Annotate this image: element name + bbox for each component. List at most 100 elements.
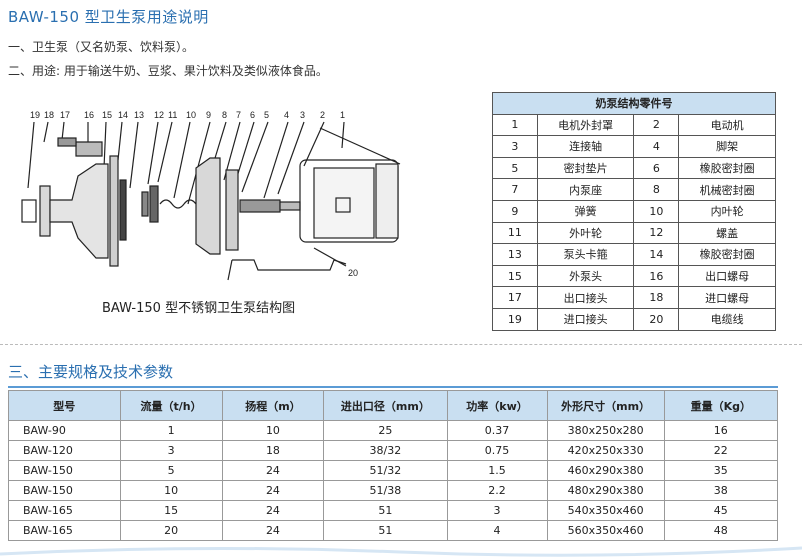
specs-section-rule (8, 386, 778, 388)
title-row: BAW-150 型卫生泵用途说明 (8, 6, 209, 27)
part-number-cell: 9 (492, 199, 538, 223)
specs-cell: 18 (221, 440, 325, 461)
specs-cell: 460x290x380 (546, 460, 665, 481)
diagram-caption: BAW-150 型不锈钢卫生泵结构图 (102, 301, 296, 316)
specs-cell: 35 (663, 460, 779, 481)
specs-cell: 48 (663, 520, 779, 541)
part-number-cell: 19 (492, 307, 538, 331)
specs-cell: 10 (119, 480, 223, 501)
callout-label-5: 5 (264, 110, 269, 120)
specs-cell: 3 (446, 500, 548, 521)
specs-cell: 4 (446, 520, 548, 541)
part-name-cell: 密封垫片 (536, 156, 635, 180)
part-name-cell: 出口螺母 (678, 264, 776, 288)
part-number-cell: 12 (633, 221, 680, 245)
part-name-cell: 进口螺母 (678, 286, 776, 309)
specs-cell: 2.2 (446, 480, 548, 501)
callout-label-4: 4 (284, 110, 289, 120)
part-number-cell: 17 (492, 286, 538, 309)
specs-cell: 20 (119, 520, 223, 541)
part-number-cell: 11 (492, 221, 538, 245)
part-name-cell: 连接轴 (536, 135, 635, 158)
specs-cell: 0.37 (446, 420, 548, 441)
parts-table-header-row: 奶泵结构零件号 (492, 92, 776, 115)
specs-cell: 560x350x460 (546, 520, 665, 541)
part-number-cell: 7 (492, 178, 538, 201)
specs-cell: 5 (119, 460, 223, 481)
specs-header-cell: 重量（Kg） (663, 390, 779, 421)
specs-cell: 420x250x330 (546, 440, 665, 461)
specs-cell: 540x350x460 (546, 500, 665, 521)
specs-table-header-row: 型号流量（t/h）扬程（m）进出口径（mm）功率（kw）外形尺寸（mm）重量（K… (8, 390, 779, 421)
callout-label-2: 2 (320, 110, 325, 120)
part-name-cell: 脚架 (678, 135, 776, 158)
callout-label-18: 18 (44, 110, 54, 120)
callout-label-10: 10 (186, 110, 196, 120)
part-name-cell: 出口接头 (536, 286, 635, 309)
specs-cell: BAW-120 (8, 440, 121, 461)
callout-label-12: 12 (154, 110, 164, 120)
part-name-cell: 外泵头 (536, 264, 635, 288)
specs-cell: 1 (119, 420, 223, 441)
part-number-cell: 15 (492, 264, 538, 288)
part-name-cell: 内叶轮 (678, 199, 776, 223)
callout-label-16: 16 (84, 110, 94, 120)
callout-label-6: 6 (250, 110, 255, 120)
specs-cell: 380x250x280 (546, 420, 665, 441)
callout-label-9: 9 (206, 110, 211, 120)
specs-cell: 24 (221, 460, 325, 481)
part-number-cell: 4 (633, 135, 680, 158)
callout-label-19: 19 (30, 110, 40, 120)
callout-label-11: 11 (168, 110, 177, 120)
part-name-cell: 电动机 (678, 113, 776, 137)
part-name-cell: 橡胶密封圈 (678, 243, 776, 266)
specs-cell: 51 (323, 500, 448, 521)
part-number-cell: 2 (633, 113, 680, 137)
part-name-cell: 泵头卡箍 (536, 243, 635, 266)
callout-label-20: 20 (348, 268, 358, 278)
part-number-cell: 5 (492, 156, 538, 180)
specs-header-cell: 型号 (8, 390, 121, 421)
part-name-cell: 机械密封圈 (678, 178, 776, 201)
specs-header-cell: 外形尺寸（mm） (546, 390, 665, 421)
specs-cell: BAW-165 (8, 500, 121, 521)
specs-cell: 10 (221, 420, 325, 441)
specs-cell: 480x290x380 (546, 480, 665, 501)
page-title: BAW-150 型卫生泵用途说明 (8, 8, 209, 26)
part-number-cell: 13 (492, 243, 538, 266)
specs-cell: BAW-150 (8, 480, 121, 501)
specs-cell: 22 (663, 440, 779, 461)
specs-cell: 25 (323, 420, 448, 441)
specs-header-cell: 进出口径（mm） (323, 390, 448, 421)
footer-wave-decoration (0, 546, 802, 557)
intro-line-2: 二、用途: 用于输送牛奶、豆浆、果汁饮料及类似液体食品。 (8, 64, 328, 78)
specs-cell: 15 (119, 500, 223, 521)
part-number-cell: 18 (633, 286, 680, 309)
part-name-cell: 内泵座 (536, 178, 635, 201)
specs-cell: 51 (323, 520, 448, 541)
callout-label-14: 14 (118, 110, 128, 120)
part-number-cell: 3 (492, 135, 538, 158)
callout-label-3: 3 (300, 110, 305, 120)
part-name-cell: 橡胶密封圈 (678, 156, 776, 180)
specs-cell: BAW-150 (8, 460, 121, 481)
specs-cell: 3 (119, 440, 223, 461)
part-name-cell: 螺盖 (678, 221, 776, 245)
part-name-cell: 外叶轮 (536, 221, 635, 245)
specs-header-cell: 流量（t/h） (119, 390, 223, 421)
specs-cell: BAW-90 (8, 420, 121, 441)
